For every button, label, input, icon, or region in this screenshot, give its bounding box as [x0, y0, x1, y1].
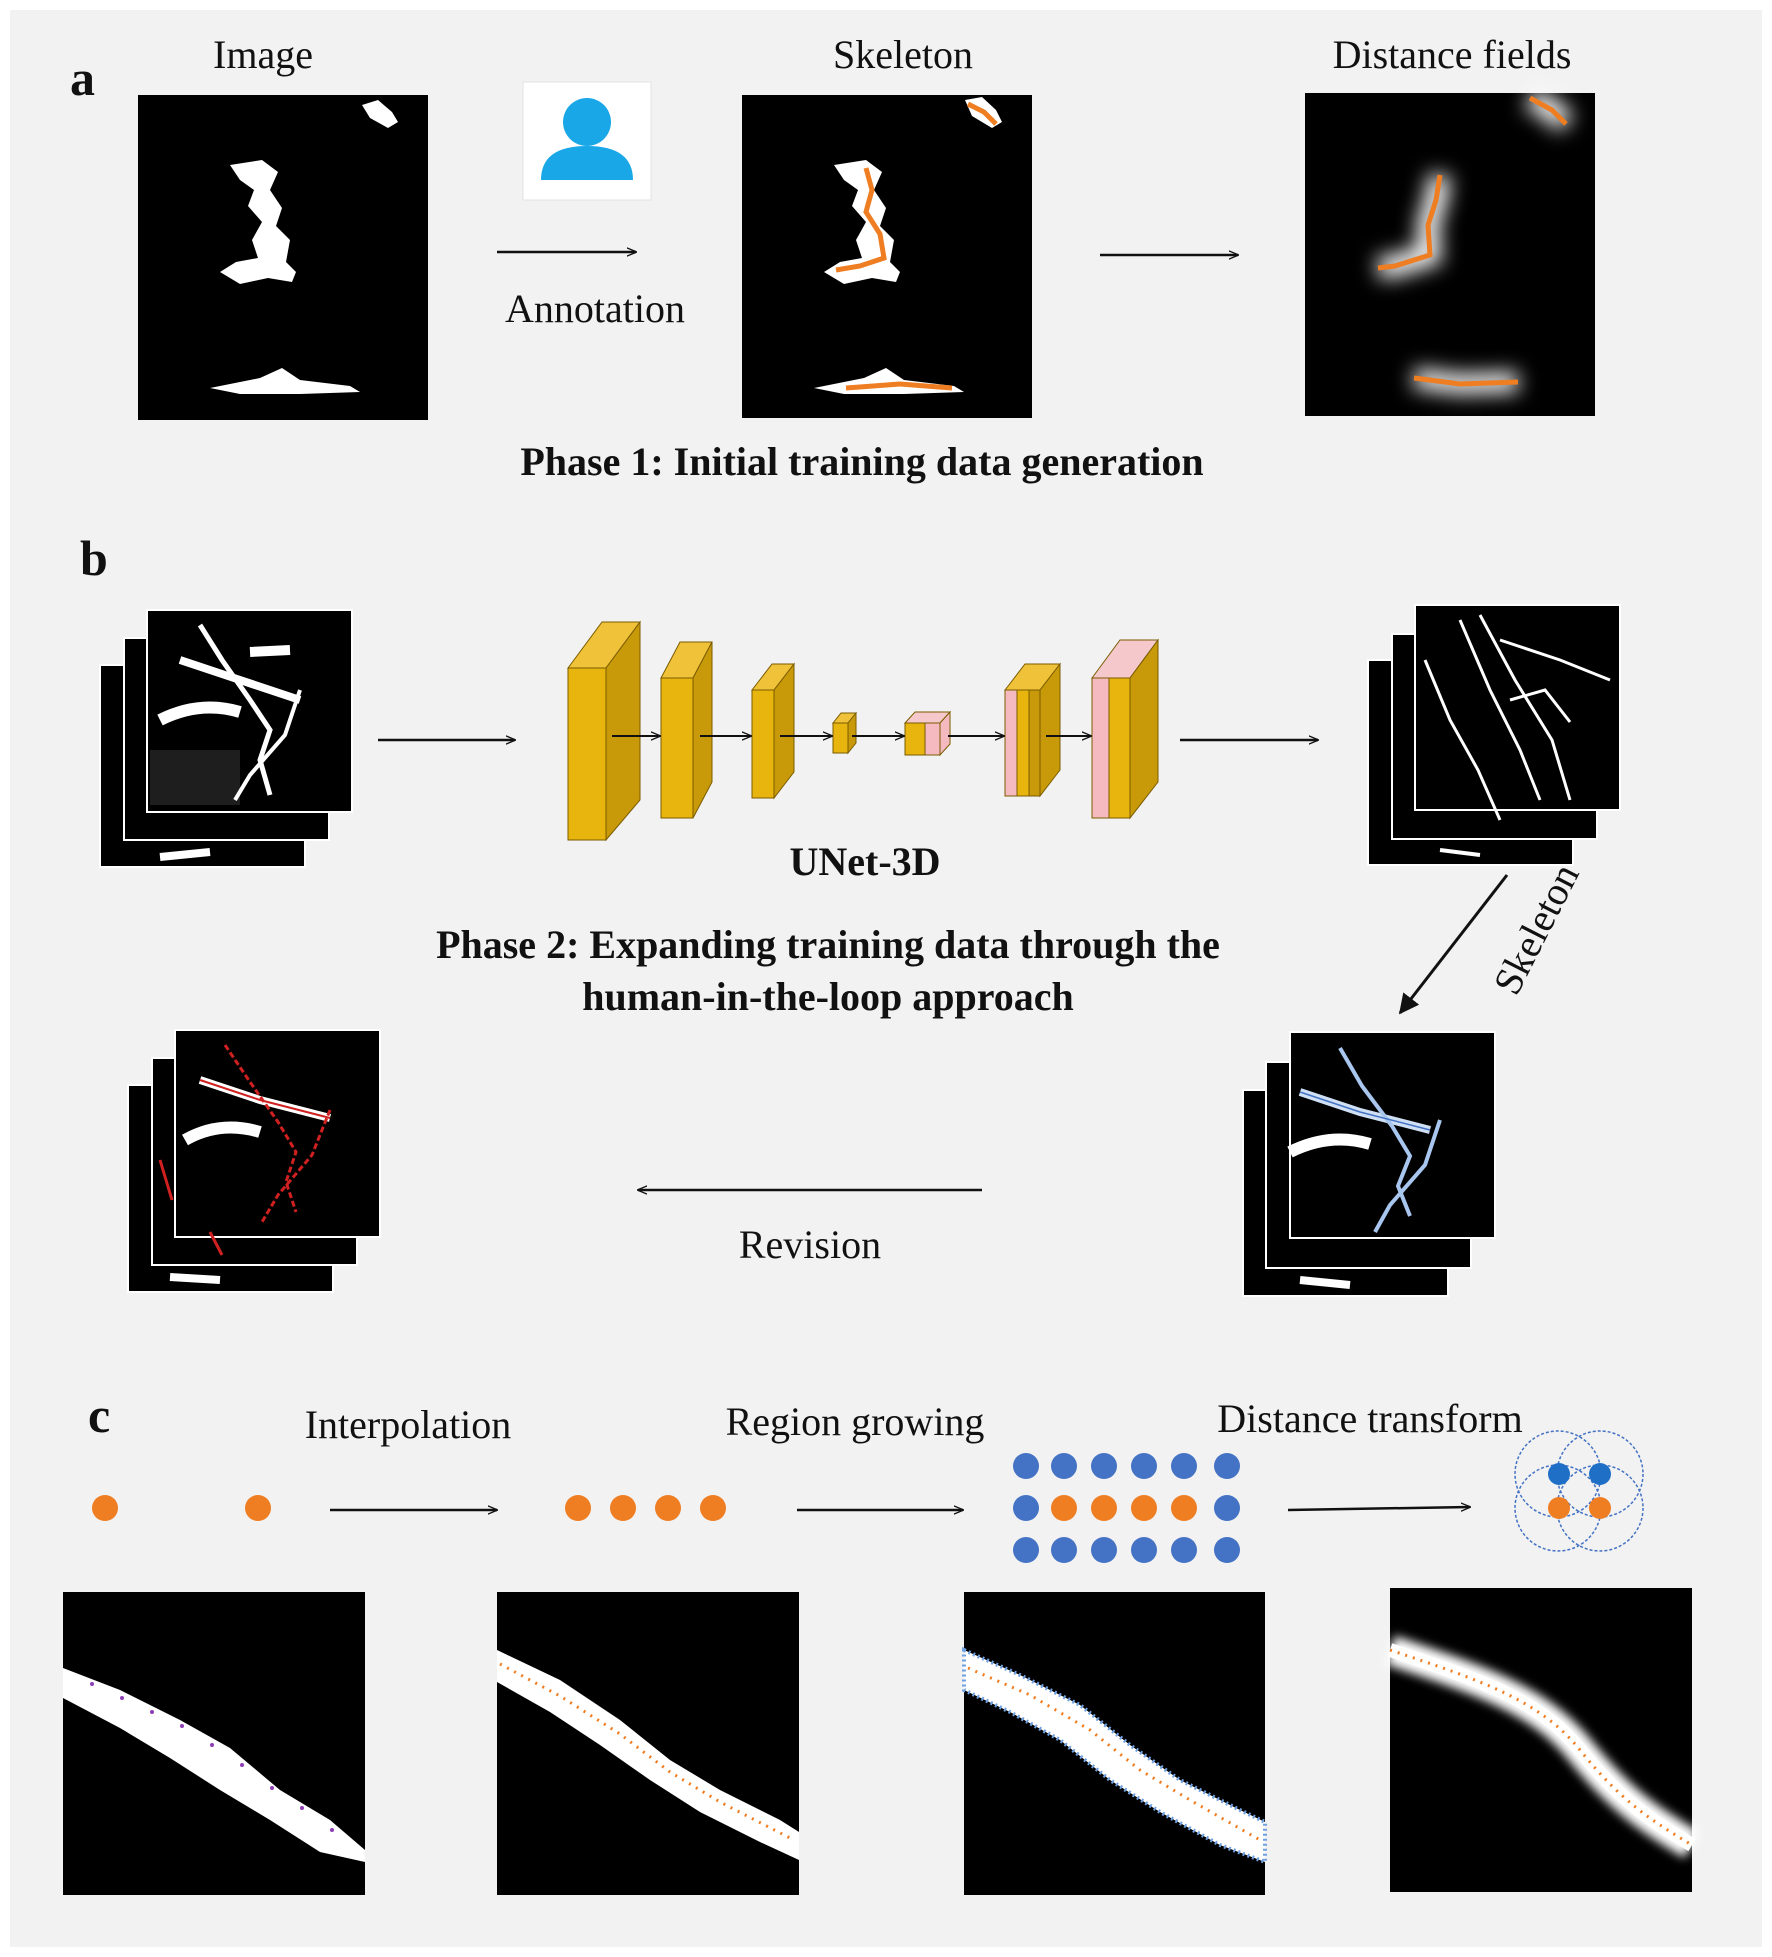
unet-encoder-block-1 [567, 620, 641, 842]
distance-map-image [1385, 1588, 1700, 1892]
unet-decoder-block-3 [1091, 638, 1159, 820]
panel-b-letter: b [80, 530, 108, 586]
unet-bottleneck-block [831, 711, 858, 755]
panel-a: a Image Skeleton Distance fields Annotat… [70, 32, 1595, 484]
user-avatar-icon [522, 81, 652, 201]
distance-transform-arrow [1287, 1507, 1470, 1510]
phase2-caption-line2: human-in-the-loop approach [582, 974, 1074, 1019]
input-image-stack [99, 609, 353, 868]
phase1-caption: Phase 1: Initial training data generatio… [520, 439, 1203, 484]
image-title: Image [213, 32, 313, 77]
skeletonized-prediction-stack [1242, 1031, 1496, 1297]
panel-c-letter: c [88, 1387, 110, 1443]
phase2-caption-line1: Phase 2: Expanding training data through… [436, 922, 1220, 967]
unet-label: UNet-3D [789, 839, 940, 884]
distance-fields-title: Distance fields [1333, 32, 1572, 77]
skeleton-diagonal-arrow [1398, 874, 1509, 1015]
panel-a-letter: a [70, 50, 95, 106]
revision-label: Revision [739, 1222, 881, 1267]
revised-annotation-stack [127, 1029, 381, 1293]
unet-decoder-block-2 [1003, 662, 1062, 798]
unet-encoder-block-3 [750, 662, 796, 800]
annotation-label: Annotation [505, 286, 685, 331]
unet-encoder-block-2 [660, 641, 713, 819]
skeleton-image-panel [742, 95, 1032, 418]
region-grown-image [962, 1592, 1267, 1895]
sparse-points-image [63, 1592, 365, 1895]
unet-3d-diagram [567, 620, 1159, 842]
skeleton-title: Skeleton [833, 32, 973, 77]
panel-c: c Interpolation Region growing Distance … [63, 1387, 1700, 1895]
unet-decoder-block-1 [903, 710, 952, 757]
distance-transform-label: Distance transform [1217, 1396, 1522, 1441]
interpolated-points [565, 1495, 726, 1521]
interpolation-label: Interpolation [305, 1402, 512, 1447]
prediction-output-stack [1367, 604, 1621, 866]
interpolated-points-image [497, 1592, 799, 1895]
distance-field-panel [1305, 88, 1595, 416]
raw-image-panel [138, 95, 428, 420]
region-growing-grid [1013, 1453, 1240, 1563]
region-growing-label: Region growing [726, 1399, 985, 1444]
distance-transform-icon [1514, 1430, 1644, 1552]
sparse-skeleton-points [92, 1495, 271, 1521]
